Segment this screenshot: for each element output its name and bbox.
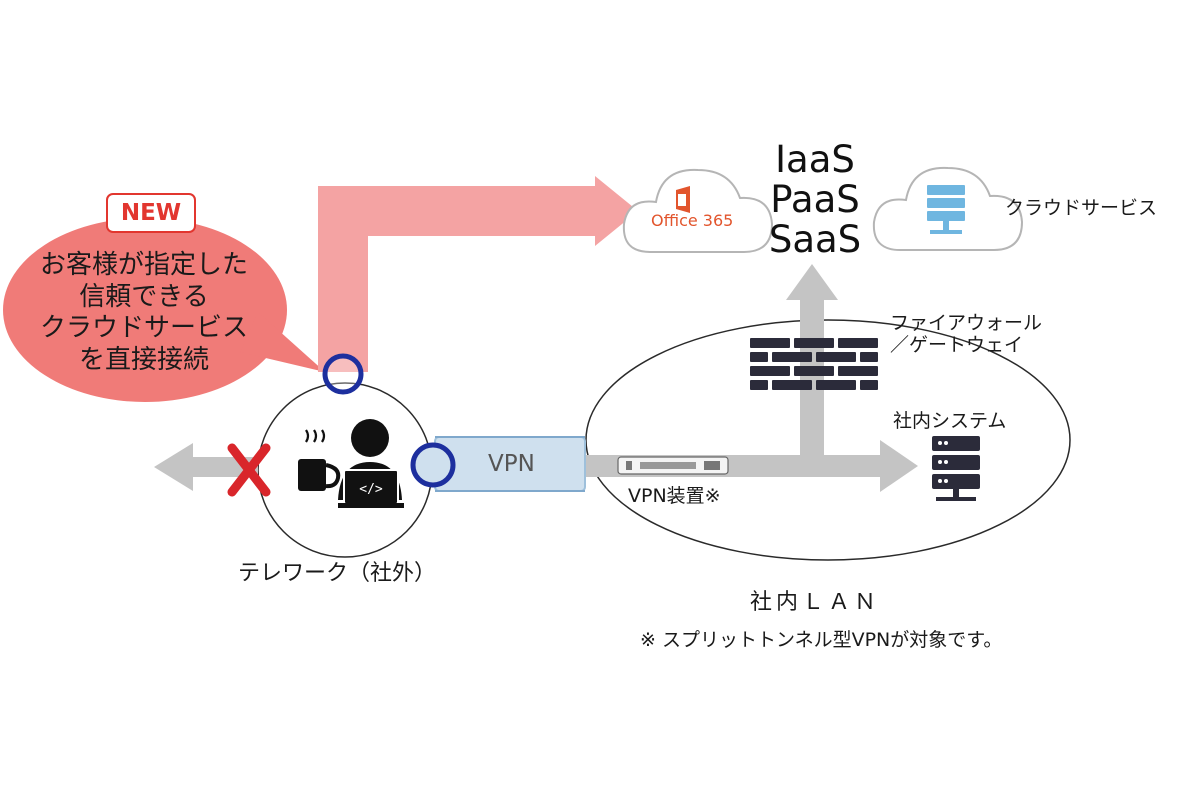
cloud-service-label: クラウドサービス [1005, 197, 1158, 219]
server-rack-icon [932, 436, 980, 501]
cross-icon [227, 443, 271, 497]
vpn-ring [410, 442, 456, 488]
office-logo-icon [676, 186, 690, 213]
bubble-text: お客様が指定した 信頼できる クラウドサービス を直接接続 [8, 250, 280, 377]
telework-label: テレワーク（社外） [238, 561, 437, 586]
firewall-brick-icon [750, 338, 878, 390]
firewall-label-line: ／ゲートウェイ [890, 333, 1024, 356]
office-label: Office 365 [651, 211, 734, 230]
service-iaas: IaaS [775, 138, 855, 181]
service-cloud [872, 166, 1024, 251]
vpn-label: VPN [488, 451, 535, 477]
office-cloud [622, 168, 774, 253]
worker-laptop-icon: </> [338, 419, 404, 508]
bubble-line: 信頼できる [79, 281, 209, 312]
vpn-tunnel [434, 436, 586, 492]
bubble-line: お客様が指定した [39, 250, 248, 280]
footnote: ※ スプリットトンネル型VPNが対象です。 [640, 629, 1003, 651]
service-models: IaaS PaaS SaaS [760, 140, 870, 260]
bubble-line: クラウドサービス [39, 313, 248, 344]
vpn-device-icon [617, 456, 729, 475]
speech-bubble [3, 218, 325, 402]
service-paas: PaaS [770, 177, 860, 221]
firewall-label-line: ファイアウォール [890, 312, 1043, 334]
server-cloud-icon [927, 185, 965, 234]
svg-text:</>: </> [359, 482, 383, 497]
direct-connect-ring [322, 353, 364, 395]
firewall-label: ファイアウォール ／ゲートウェイ [890, 312, 1043, 357]
internal-system-arrow [580, 440, 918, 492]
blocked-internet-arrow [154, 443, 258, 491]
bubble-line: を直接接続 [78, 345, 209, 376]
internal-system-label: 社内システム [893, 410, 1007, 432]
direct-connect-arrow [318, 176, 638, 372]
vpn-device-label: VPN装置※ [628, 485, 721, 507]
service-saas: SaaS [768, 217, 862, 261]
coffee-mug-icon [298, 429, 341, 491]
lan-label: 社内ＬＡＮ [750, 590, 881, 615]
new-badge: NEW [106, 193, 196, 233]
